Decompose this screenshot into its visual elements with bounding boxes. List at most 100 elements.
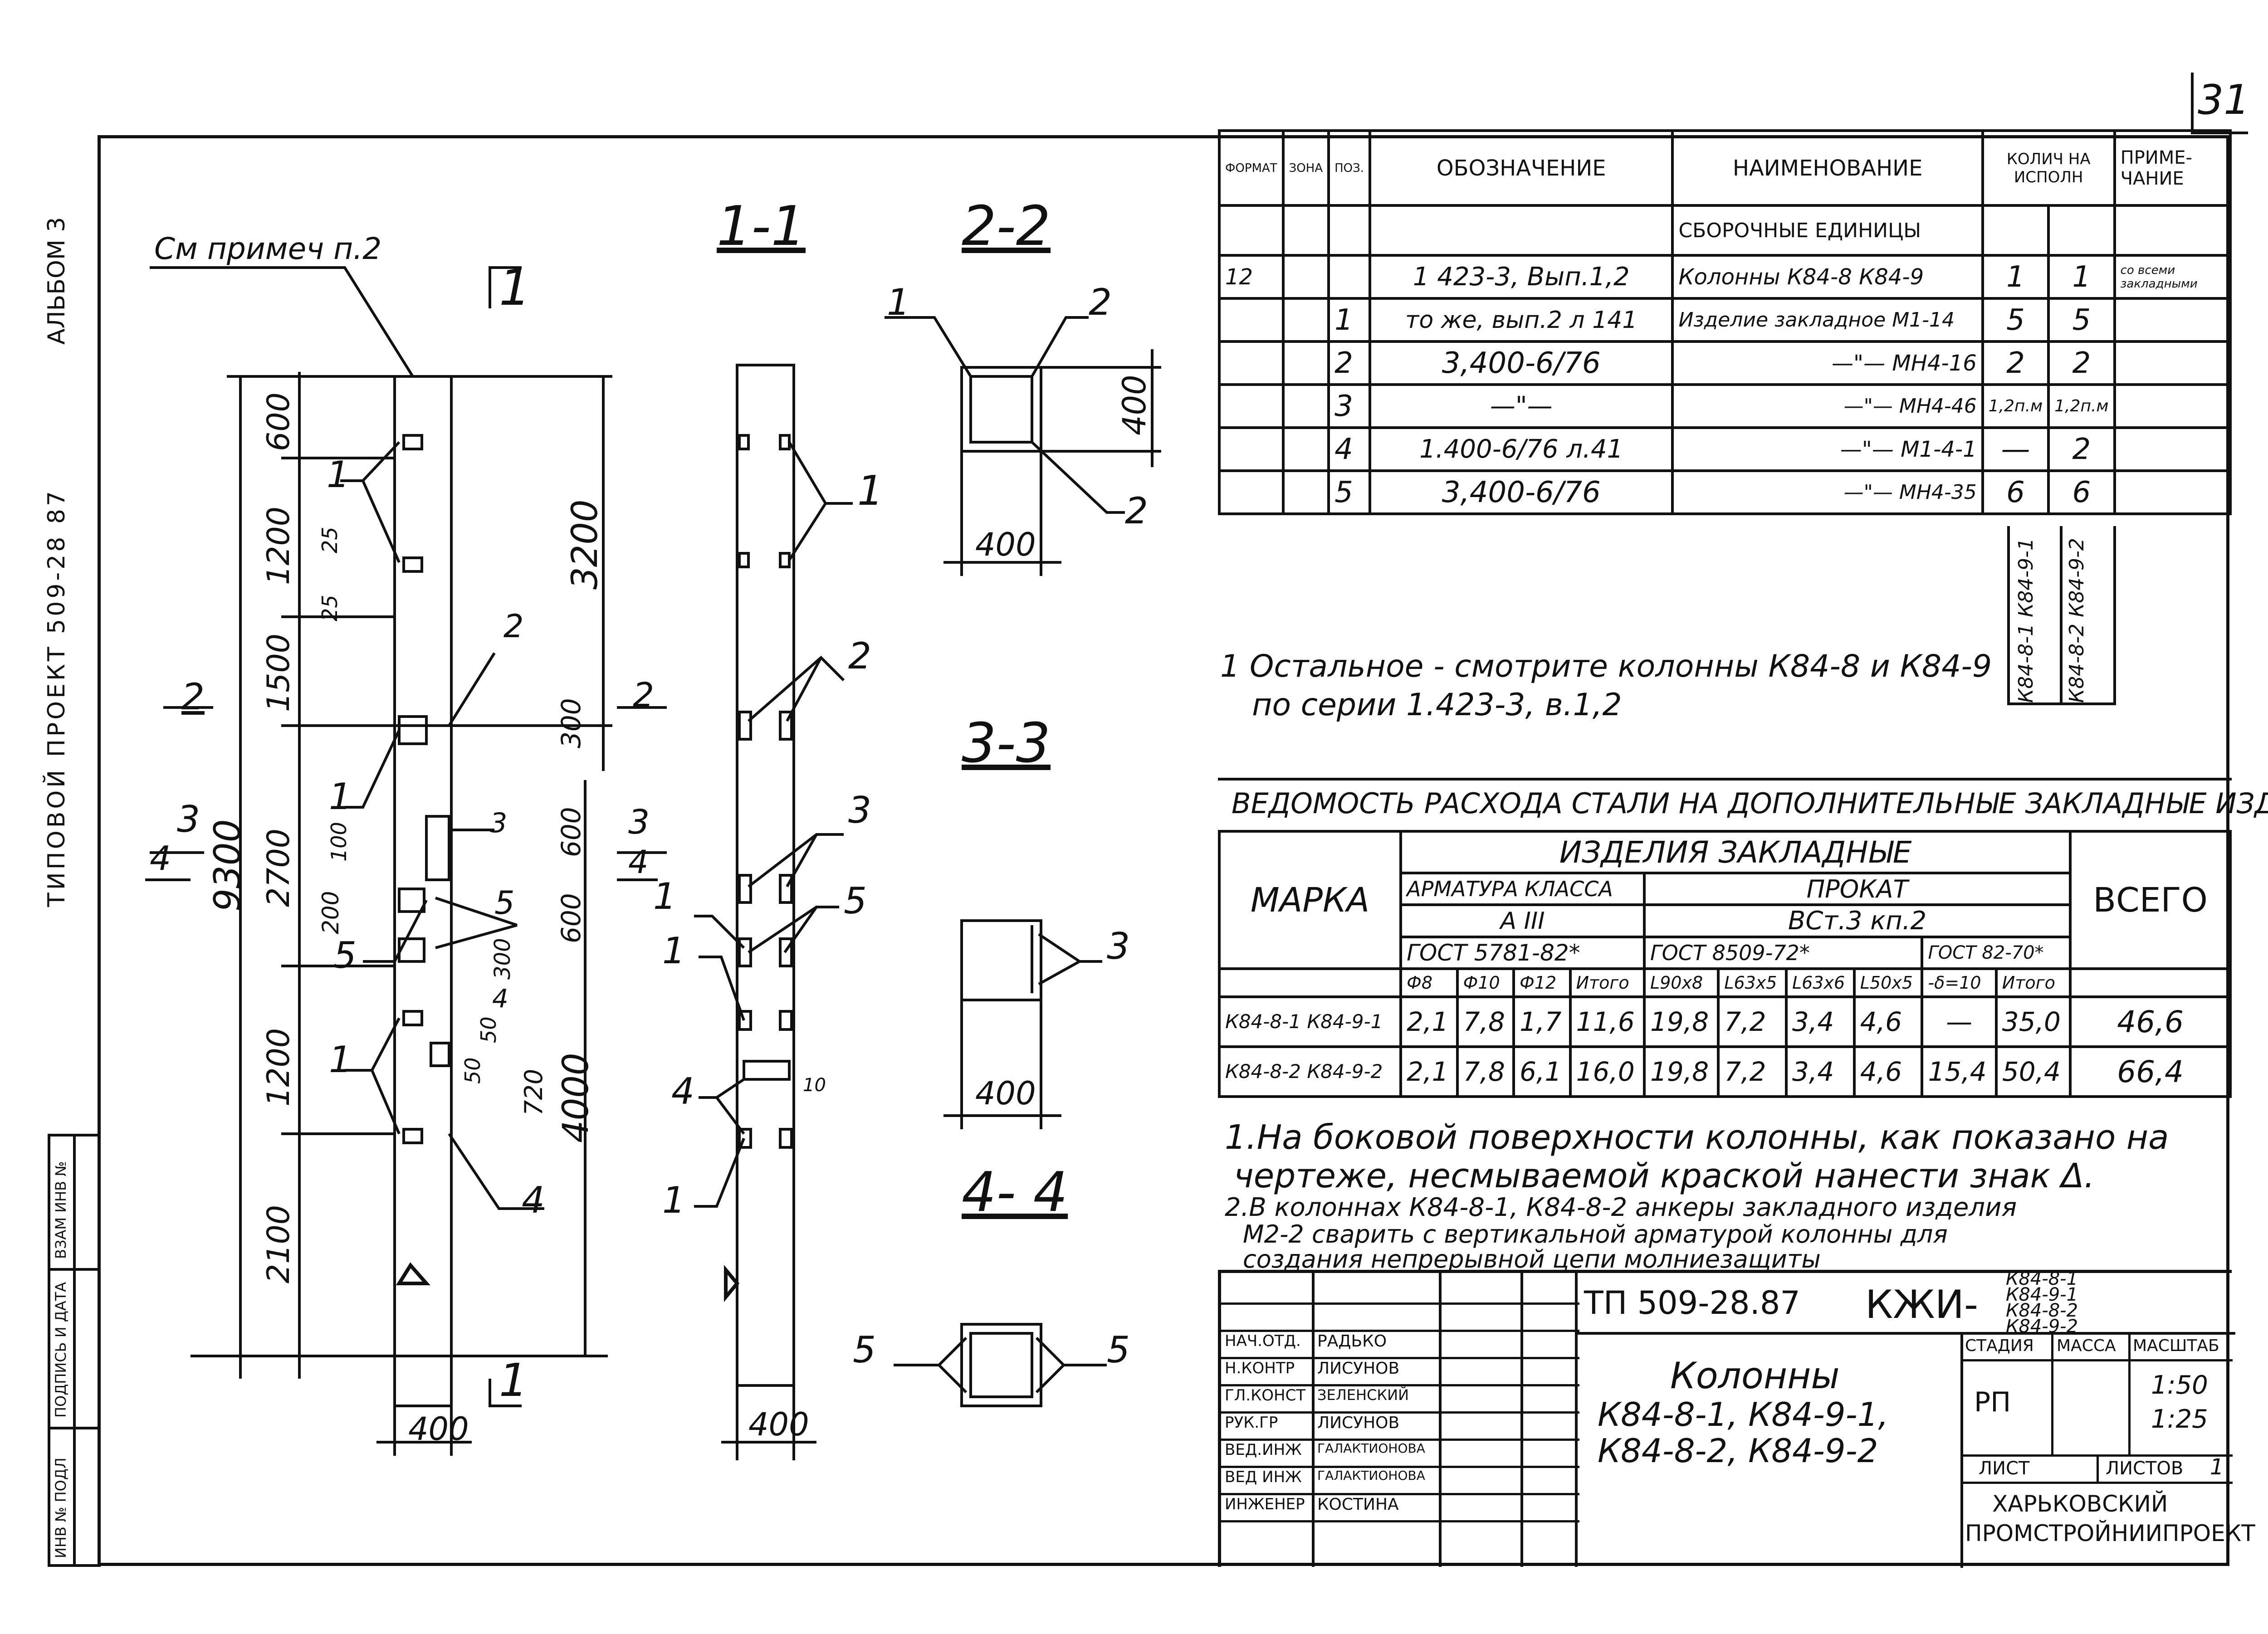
- title-block: НАЧ.ОТД. Н.КОНТР ГЛ.КОНСТ РУК.ГР ВЕД.ИНЖ…: [1218, 1268, 2255, 1568]
- dim-small-600a: 600: [556, 807, 587, 857]
- steel-armatura: АРМАТУРА КЛАССА: [1399, 872, 1646, 906]
- s11-callout-5: 5: [844, 880, 867, 922]
- object-title-1: Колонны: [1670, 1355, 1840, 1397]
- hdr-note: ПРИМЕ- ЧАНИЕ: [2113, 129, 2232, 207]
- s33-width: 400: [975, 1075, 1036, 1112]
- s44-callout-5a: 5: [853, 1329, 876, 1371]
- dim-small-100: 100: [327, 822, 351, 862]
- note-2b: М2-2 сварить с вертикальной арматурой ко…: [1243, 1220, 1948, 1249]
- s22-callout-2a: 2: [1089, 281, 1112, 323]
- dim-small-50a: 50: [476, 1016, 501, 1043]
- steel-grade: ВСт.3 кп.2: [1642, 903, 2072, 938]
- spec-row: 12 1 423-3, Вып.1,2 Колонны К84-8 К84-9 …: [1218, 254, 2232, 300]
- name-4: ГАЛАКТИОНОВА: [1317, 1441, 1425, 1456]
- callout-4a: 4: [492, 984, 508, 1014]
- dim-600: 600: [261, 392, 297, 451]
- note-top-line2: по серии 1.423-3, в.1,2: [1252, 687, 1622, 723]
- cut-mark-top: 1: [499, 259, 531, 317]
- callout-4b: 4: [522, 1179, 545, 1221]
- dim-small-50b: 50: [460, 1057, 485, 1084]
- sheets-value: 1: [2210, 1454, 2224, 1480]
- steel-title: ВЕДОМОСТЬ РАСХОДА СТАЛИ НА ДОПОЛНИТЕЛЬНЫ…: [1232, 787, 2268, 820]
- callout-1b: 1: [329, 776, 352, 818]
- s22-height: 400: [1116, 375, 1153, 435]
- callout-5a: 5: [333, 934, 357, 976]
- note-1b: чертеже, несмываемой краской нанести зна…: [1234, 1156, 2095, 1195]
- steel-title-rule: [1218, 778, 2232, 780]
- dim-small-720: 720: [519, 1068, 548, 1116]
- s11-callout-1c: 1: [662, 1179, 685, 1221]
- dim-2100: 2100: [261, 1205, 297, 1283]
- mark-3-left: 3: [177, 798, 200, 840]
- note-2c: создания непрерывной цепи молниезащиты: [1243, 1245, 1821, 1273]
- s11-callout-4: 4: [671, 1070, 694, 1112]
- s22-callout-1: 1: [887, 281, 910, 323]
- dim-3200: 3200: [565, 499, 606, 590]
- dim-1200b: 1200: [261, 1028, 297, 1107]
- steel-gost3: ГОСТ 82-70*: [1921, 936, 2072, 970]
- role-4: ВЕД.ИНЖ: [1225, 1441, 1302, 1459]
- section-2-2: [960, 366, 1042, 453]
- note-1a: 1.На боковой поверхности колонны, как по…: [1225, 1118, 2169, 1157]
- name-1: ЛИСУНОВ: [1317, 1359, 1400, 1378]
- spec-row: 2 3,400-6/76 —"— МН4-16 2 2: [1218, 340, 2232, 386]
- cut-mark-bottom: 1: [499, 1354, 528, 1407]
- callout-1a: 1: [327, 454, 350, 496]
- steel-total-header: ВСЕГО: [2069, 830, 2232, 970]
- s33-callout-3: 3: [1107, 925, 1130, 967]
- org-line-2: ПРОМСТРОЙНИИПРОЕКТ: [1965, 1520, 2255, 1546]
- stage-header: СТАДИЯ: [1965, 1336, 2034, 1355]
- role-0: НАЧ.ОТД.: [1225, 1332, 1301, 1350]
- name-5: ГАЛАКТИОНОВА: [1317, 1468, 1425, 1483]
- mark-2-right: 2: [633, 676, 655, 715]
- s11-callout-1b: 1: [662, 930, 685, 972]
- s11-callout-1a: 1: [857, 467, 884, 515]
- s11-callout-3: 3: [848, 789, 871, 831]
- spec-row: 4 1.400-6/76 л.41 —"— М1-4-1 — 2: [1218, 426, 2232, 472]
- mark-4-left: 4: [150, 839, 171, 878]
- hdr-qty: КОЛИЧ НА ИСПОЛН: [1981, 129, 2116, 207]
- variant-2: К84-8-2 К84-9-2: [2065, 538, 2088, 703]
- section-2-2-title: 2-2: [962, 195, 1051, 258]
- dim-small-300b: 300: [490, 938, 515, 980]
- dim-small-300: 300: [556, 698, 587, 748]
- s22-width: 400: [975, 526, 1036, 563]
- section-3-3: [960, 919, 1042, 1001]
- note-2a: 2.В колоннах К84-8-1, К84-8-2 анкеры зак…: [1225, 1193, 2017, 1222]
- object-title-2: К84-8-1, К84-9-1,: [1598, 1395, 1889, 1434]
- dim-small-200: 200: [318, 891, 344, 934]
- width-400-section: 400: [748, 1406, 809, 1443]
- role-3: РУК.ГР: [1225, 1414, 1278, 1432]
- hdr-pos: ПОЗ.: [1327, 129, 1372, 207]
- mass-header: МАССА: [2057, 1336, 2116, 1355]
- dim-small-10: 10: [803, 1075, 826, 1096]
- section-title: СБОРОЧНЫЕ ЕДИНИЦЫ: [1671, 204, 1984, 257]
- mark-4-right: 4: [628, 844, 649, 881]
- role-5: ВЕД ИНЖ: [1225, 1468, 1302, 1486]
- name-0: РАДЬКО: [1317, 1332, 1387, 1351]
- callout-1c: 1: [329, 1039, 352, 1081]
- steel-gost2: ГОСТ 8509-72*: [1642, 936, 1924, 970]
- stage-value: РП: [1974, 1386, 2011, 1418]
- spec-row: 3 —"— —"— МН4-46 1,2п.м 1,2п.м: [1218, 383, 2232, 429]
- variant-1: К84-8-1 К84-9-1: [2014, 538, 2038, 703]
- section-4-4-title: 4- 4: [962, 1161, 1068, 1224]
- dim-small-25a: 25: [318, 527, 342, 553]
- role-6: ИНЖЕНЕР: [1225, 1495, 1305, 1513]
- sheets-header: ЛИСТОВ: [2106, 1458, 2184, 1479]
- page-number: 31: [2198, 76, 2250, 124]
- tb-mark-2: К84-8-2: [2006, 1300, 2078, 1321]
- doc-kzhi: КЖИ-: [1865, 1282, 1979, 1327]
- section-3-3-title: 3-3: [962, 712, 1051, 775]
- dim-9300: 9300: [206, 819, 249, 912]
- hdr-format: ФОРМАТ: [1218, 129, 1285, 207]
- project-code: ТП 509-28.87: [1584, 1284, 1800, 1322]
- note-top-line1: 1 Остальное - смотрите колонны К84-8 и К…: [1220, 649, 1992, 684]
- object-title-3: К84-8-2, К84-9-2: [1598, 1432, 1878, 1470]
- note-reference: См примеч п.2: [154, 231, 382, 266]
- dim-4000: 4000: [556, 1053, 596, 1143]
- tb-mark-3: К84-9-2: [2006, 1316, 2078, 1337]
